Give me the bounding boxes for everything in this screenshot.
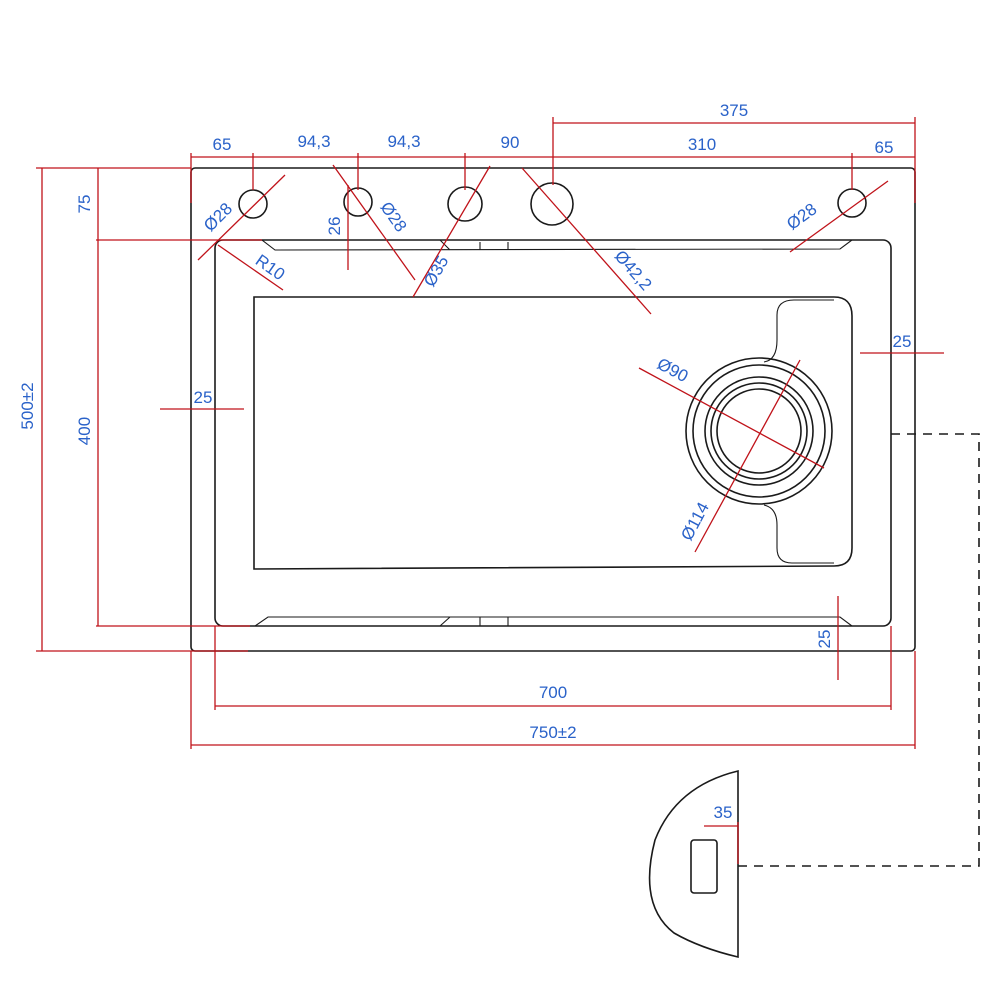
dim-label-94-3-b: 94,3: [387, 132, 420, 151]
drain-ring-3: [704, 376, 814, 486]
dim-label-25-right: 25: [893, 332, 912, 351]
overflow-slot: [690, 839, 718, 894]
dim-label-r10: R10: [252, 251, 288, 284]
dimension-lines: [36, 117, 944, 864]
overflow-detail: [648, 769, 739, 959]
basin-outline: [253, 296, 853, 570]
dim-label-500: 500±2: [18, 382, 37, 429]
dim-label-65-right: 65: [875, 138, 894, 157]
dim-label-dia28-right: Ø28: [783, 199, 820, 233]
tap-hole-left: [238, 189, 268, 219]
tap-hole-right: [837, 188, 867, 218]
dim-label-35: 35: [714, 803, 733, 822]
dim-label-25-bottom: 25: [815, 630, 834, 649]
overflow-profile: [648, 769, 739, 959]
dim-label-dia28-left: Ø28: [200, 199, 236, 235]
drain-ring-4: [710, 382, 808, 480]
dim-label-dia90: Ø90: [654, 354, 691, 386]
bottom-slot: [253, 616, 854, 627]
dim-label-dia28-2: Ø28: [377, 198, 411, 235]
drain: [685, 357, 833, 505]
dim-label-375: 375: [720, 101, 748, 120]
drain-ring-outer: [685, 357, 833, 505]
tap-hole-main: [530, 182, 574, 226]
dim-label-dia35: Ø35: [420, 253, 453, 290]
dim-label-310: 310: [688, 135, 716, 154]
drain-ring-inner: [716, 388, 802, 474]
dim-label-65-left: 65: [213, 135, 232, 154]
dim-label-750: 750±2: [529, 723, 576, 742]
dim-label-75: 75: [75, 195, 94, 214]
dim-label-94-3-a: 94,3: [297, 132, 330, 151]
dim-label-25-left: 25: [194, 388, 213, 407]
dim-label-700: 700: [539, 683, 567, 702]
detail-leader: [738, 433, 980, 867]
dim-label-26: 26: [325, 217, 344, 236]
drain-ring-2: [692, 364, 826, 498]
dim-label-400: 400: [75, 417, 94, 445]
top-slot: [260, 239, 854, 251]
tap-hole-3: [447, 186, 483, 222]
drain-recess-outline: [763, 299, 834, 564]
dim-label-90: 90: [501, 133, 520, 152]
tap-holes: [238, 182, 867, 226]
dim-label-dia114: Ø114: [677, 499, 713, 544]
dim-label-dia42-2: Ø42,2: [611, 247, 656, 294]
